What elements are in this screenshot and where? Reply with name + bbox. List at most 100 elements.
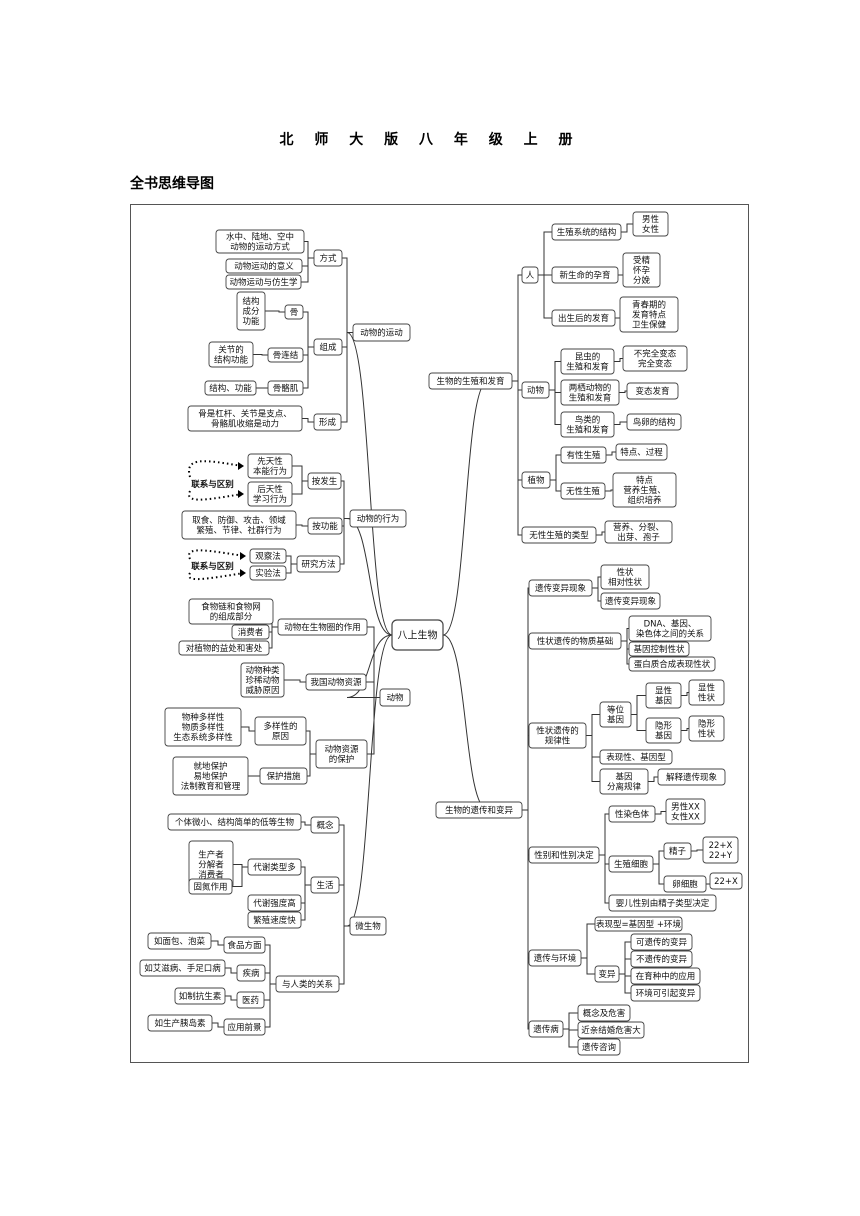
mindmap-node-c1c: 对植物的益处和害处: [178, 640, 270, 656]
mindmap-node-d2: 生活: [310, 876, 340, 894]
mindmap-node-f5b1: 可遗传的变异: [630, 933, 693, 951]
connector-n_d2b: [301, 884, 311, 904]
mindmap-node-a2b1: 关节的结构功能: [208, 341, 254, 368]
connector-n_e2b1: [619, 390, 627, 393]
mindmap-node-b3a: 观察法: [249, 548, 287, 564]
connector-n_c3a1: [241, 726, 255, 732]
connector-n_e2: [512, 380, 522, 391]
mindmap-node-f4: 性别和性别决定: [528, 846, 600, 864]
svg-text:生活: 生活: [316, 880, 334, 891]
mindmap-node-e1b: 新生命的孕育: [551, 266, 619, 284]
mindmap-node-e2: 动物: [521, 381, 550, 399]
svg-text:疾病: 疾病: [242, 968, 260, 979]
svg-text:对植物的益处和害处: 对植物的益处和害处: [186, 643, 263, 654]
mindmap-node-a: 动物的运动: [352, 323, 411, 342]
svg-text:性别和性别决定: 性别和性别决定: [534, 850, 594, 861]
svg-text:动物: 动物: [386, 693, 404, 704]
mindmap-node-e2b: 两栖动物的生殖和发育: [560, 379, 620, 406]
mindmap-node-b3: 研究方法: [296, 555, 341, 573]
mindmap-node-c3a1: 物种多样性物质多样性生态系统多样性: [164, 707, 242, 747]
mindmap-node-f5b3: 在育种中的应用: [630, 967, 701, 985]
mindmap-node-d2a2: 固氮作用: [188, 878, 233, 895]
svg-text:卵细胞: 卵细胞: [672, 879, 698, 890]
svg-text:无性生殖的类型: 无性生殖的类型: [529, 530, 589, 541]
mindmap-node-c3: 动物资源的保护: [315, 739, 368, 769]
svg-text:无性生殖: 无性生殖: [566, 486, 601, 497]
connector-n_e: [429, 380, 489, 636]
connector-n_e1a1: [621, 223, 633, 233]
mindmap-node-f5: 遗传与环境: [528, 949, 582, 967]
svg-text:可遗传的变异: 可遗传的变异: [636, 937, 688, 948]
connector-n_d1a: [301, 821, 311, 826]
svg-text:取食、防御、攻击、领域繁殖、节律、社群行为: 取食、防御、攻击、领域繁殖、节律、社群行为: [192, 515, 286, 536]
connector-n_a1a: [304, 241, 314, 259]
connector-n_f3a: [586, 714, 600, 736]
svg-text:八上生物: 八上生物: [398, 629, 438, 642]
mindmap-node-a2b: 骨连结: [267, 347, 304, 363]
connector-n_b1b: [292, 480, 308, 495]
mindmap-node-b1a: 先天性本能行为: [247, 453, 293, 479]
svg-text:22+X22+Y: 22+X22+Y: [709, 841, 733, 861]
connector-n_f3a1: [631, 695, 646, 715]
svg-text:固氮作用: 固氮作用: [193, 882, 227, 893]
mindmap-node-d3a: 食品方面: [223, 936, 266, 954]
svg-text:保护措施: 保护措施: [266, 771, 301, 782]
svg-text:精子: 精子: [669, 846, 687, 857]
connector-n_f6a: [563, 1012, 578, 1030]
svg-text:关节的结构功能: 关节的结构功能: [214, 345, 249, 366]
connector-n_a3: [341, 332, 353, 423]
svg-text:隐形性状: 隐形性状: [698, 719, 716, 740]
mindmap-node-d3d1: 如生产胰岛素: [147, 1014, 213, 1032]
svg-text:植物: 植物: [527, 475, 545, 486]
svg-text:骨: 骨: [290, 308, 299, 318]
connector-n_c3b: [307, 753, 316, 777]
connector-n_f1a: [592, 576, 601, 589]
connector-n_e3: [512, 380, 522, 481]
mindmap-node-e3b1: 特点营养生殖、组织培养: [612, 472, 677, 508]
svg-text:不遗传的变异: 不遗传的变异: [636, 954, 688, 965]
connector-lines: [211, 223, 713, 1048]
mindmap-node-d3d: 应用前景: [223, 1018, 266, 1036]
mindmap-node-d1: 概念: [310, 816, 340, 834]
svg-text:在育种中的应用: 在育种中的应用: [636, 971, 696, 982]
mindmap-node-f6: 遗传病: [528, 1020, 564, 1038]
svg-text:后天性学习行为: 后天性学习行为: [253, 484, 287, 505]
mindmap-node-e3b: 无性生殖: [560, 482, 606, 500]
connector-n_f3c1: [648, 776, 658, 782]
svg-text:新生命的孕育: 新生命的孕育: [559, 270, 610, 281]
connector-n_f4b: [599, 854, 609, 865]
mindmap-node-d2a: 代谢类型多: [247, 858, 302, 876]
connector-n_f5a: [581, 923, 595, 959]
svg-text:生物的遗传和变异: 生物的遗传和变异: [445, 805, 514, 816]
connector-n_f3a1x: [681, 692, 689, 696]
connector-n_e2a1: [614, 358, 623, 362]
relation-arc-upper-0: [188, 460, 243, 478]
mindmap-node-a3a: 骨是杠杆、关节是支点、骨骼肌收缩是动力: [187, 405, 303, 432]
mindmap-node-a1a: 水中、陆地、空中动物的运动方式: [215, 229, 305, 254]
mindmap-node-c3a: 多样性的原因: [254, 716, 307, 746]
svg-text:遗传病: 遗传病: [533, 1024, 559, 1035]
mindmap-node-a3: 形成: [313, 413, 342, 431]
svg-text:动物种类珍稀动物威胁原因: 动物种类珍稀动物威胁原因: [245, 665, 280, 696]
connector-n_f4b1: [653, 850, 664, 865]
connector-n_b2a: [296, 524, 308, 527]
svg-text:按功能: 按功能: [312, 521, 338, 532]
mindmap-node-f4a: 性染色体: [608, 805, 656, 823]
svg-text:物种多样性物质多样性生态系统多样性: 物种多样性物质多样性生态系统多样性: [173, 712, 233, 743]
mindmap-node-f4b1: 精子: [663, 842, 692, 860]
connector-n_a2c: [303, 346, 314, 389]
arrow-head-1-0: [240, 552, 246, 560]
connector-n_c1c: [269, 626, 278, 649]
svg-text:骨是杠杆、关节是支点、骨骼肌收缩是动力: 骨是杠杆、关节是支点、骨骼肌收缩是动力: [198, 409, 292, 430]
svg-text:如艾滋病、手足口病: 如艾滋病、手足口病: [144, 963, 221, 974]
connector-n_f3b: [586, 735, 600, 758]
mindmap-node-d: 微生物: [349, 916, 387, 936]
connector-n_e4: [512, 380, 522, 536]
svg-text:性染色体: 性染色体: [615, 809, 650, 820]
connector-n_d3b1: [225, 967, 237, 974]
mindmap-node-c1a: 食物链和食物网的组成部分: [188, 598, 274, 625]
svg-text:我国动物资源: 我国动物资源: [310, 677, 362, 688]
svg-text:22+X: 22+X: [714, 877, 738, 887]
mindmap-node-e3: 植物: [521, 471, 551, 489]
